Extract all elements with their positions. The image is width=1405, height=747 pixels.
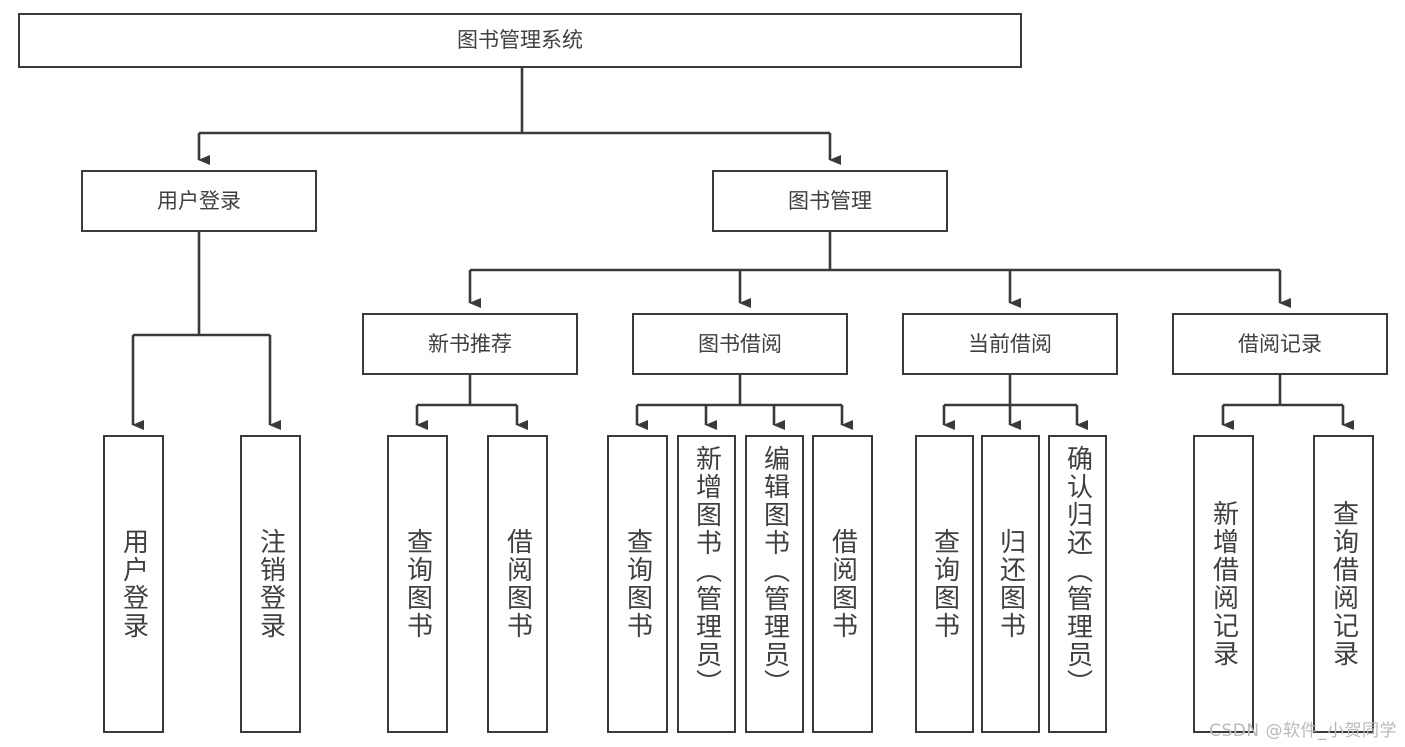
node-borrow-record[interactable]: 借阅记录	[1172, 313, 1388, 375]
node-user-login-label: 用户登录	[157, 188, 241, 213]
node-new-book-recommend-label: 新书推荐	[428, 331, 512, 356]
node-book-manage-label: 图书管理	[788, 188, 872, 213]
node-leaf-query-book-3[interactable]: 查询图书	[915, 435, 974, 733]
node-book-manage[interactable]: 图书管理	[712, 170, 948, 232]
node-current-borrow[interactable]: 当前借阅	[902, 313, 1118, 375]
node-leaf-confirm-return[interactable]: 确认归还（管理员）	[1048, 435, 1107, 733]
node-leaf-query-record-label: 查询借阅记录	[1328, 500, 1359, 668]
csdn-watermark: CSDN @软件_小贺同学	[1209, 721, 1397, 741]
node-root-label: 图书管理系统	[457, 28, 583, 53]
node-leaf-return-book-label: 归还图书	[995, 528, 1026, 640]
node-leaf-add-book[interactable]: 新增图书（管理员）	[677, 435, 736, 733]
node-borrow-record-label: 借阅记录	[1238, 331, 1322, 356]
node-leaf-borrow-book-2-label: 借阅图书	[827, 528, 858, 640]
node-leaf-add-record[interactable]: 新增借阅记录	[1193, 435, 1254, 733]
node-leaf-borrow-book-1[interactable]: 借阅图书	[487, 435, 548, 733]
node-leaf-borrow-book-1-label: 借阅图书	[502, 528, 533, 640]
node-leaf-query-book-2[interactable]: 查询图书	[607, 435, 668, 733]
node-leaf-user-login-label: 用户登录	[118, 528, 149, 640]
node-leaf-query-book-1-label: 查询图书	[402, 528, 433, 640]
node-book-borrow-label: 图书借阅	[698, 331, 782, 356]
node-leaf-add-record-label: 新增借阅记录	[1208, 500, 1239, 668]
node-leaf-return-book[interactable]: 归还图书	[981, 435, 1040, 733]
node-new-book-recommend[interactable]: 新书推荐	[362, 313, 578, 375]
node-leaf-query-book-1[interactable]: 查询图书	[387, 435, 448, 733]
node-root[interactable]: 图书管理系统	[18, 13, 1022, 68]
node-leaf-query-book-2-label: 查询图书	[622, 528, 653, 640]
node-leaf-add-book-label: 新增图书（管理员）	[691, 445, 722, 697]
node-leaf-query-book-3-label: 查询图书	[929, 528, 960, 640]
node-leaf-user-login[interactable]: 用户登录	[103, 435, 164, 733]
node-leaf-borrow-book-2[interactable]: 借阅图书	[812, 435, 873, 733]
node-leaf-logout[interactable]: 注销登录	[240, 435, 301, 733]
node-leaf-query-record[interactable]: 查询借阅记录	[1313, 435, 1374, 733]
node-book-borrow[interactable]: 图书借阅	[632, 313, 848, 375]
node-leaf-edit-book[interactable]: 编辑图书（管理员）	[745, 435, 804, 733]
node-leaf-confirm-return-label: 确认归还（管理员）	[1062, 445, 1093, 697]
node-leaf-edit-book-label: 编辑图书（管理员）	[759, 445, 790, 697]
node-user-login[interactable]: 用户登录	[81, 170, 317, 232]
node-current-borrow-label: 当前借阅	[968, 331, 1052, 356]
node-leaf-logout-label: 注销登录	[255, 528, 286, 640]
